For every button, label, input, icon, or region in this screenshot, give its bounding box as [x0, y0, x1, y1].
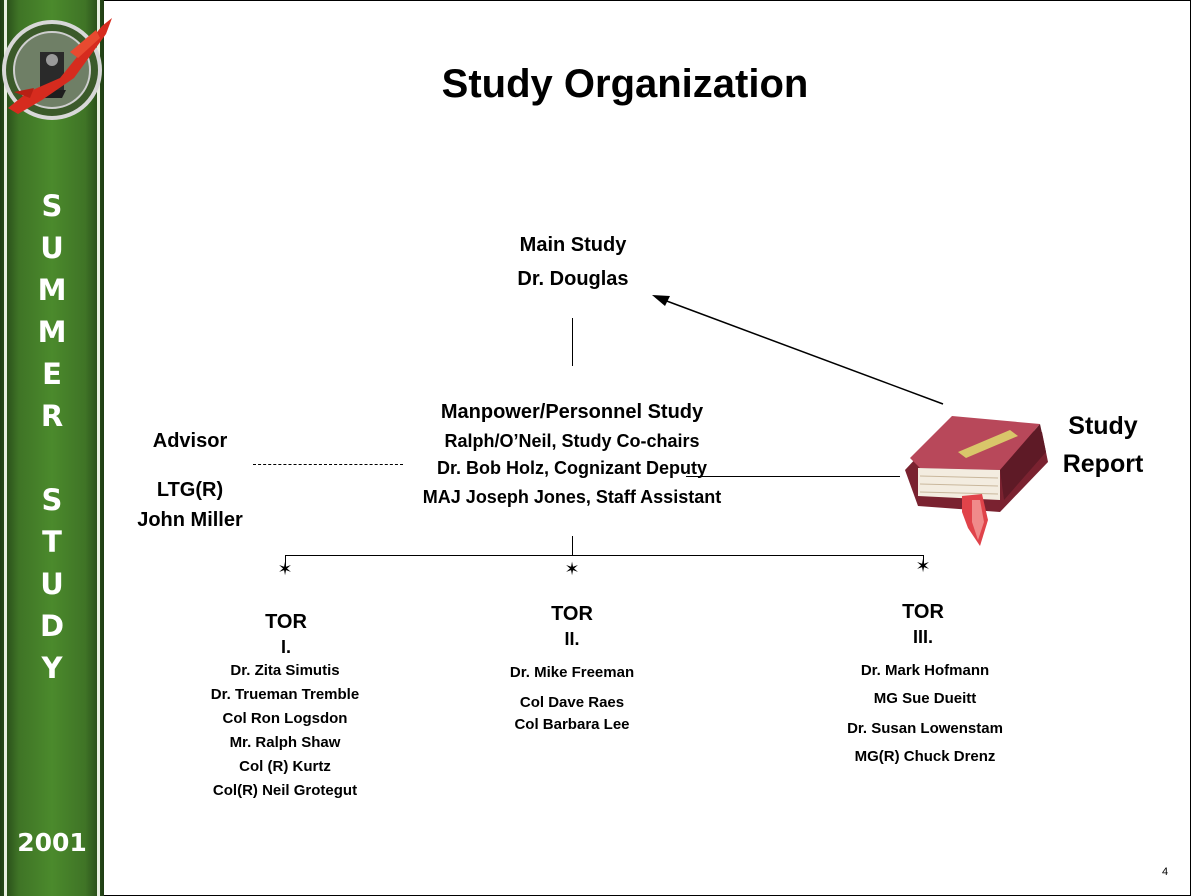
tor3-member: Dr. Susan Lowenstam: [847, 720, 1003, 737]
tor1-member: Dr. Trueman Tremble: [210, 686, 360, 703]
tor2-numeral: II.: [564, 629, 580, 649]
tor2-member: Col Dave Raes: [519, 694, 625, 711]
sidebar-year: 2001: [17, 828, 87, 857]
tor1-numeral: I.: [280, 637, 291, 657]
tor1-member: Col(R) Neil Grotegut: [212, 782, 358, 799]
tor3-label: TOR: [902, 601, 944, 623]
manpower-study-title: Manpower/Personnel Study: [440, 401, 704, 423]
main-study-label: Main Study: [519, 234, 627, 256]
manpower-line-2: Dr. Bob Holz, Cognizant Deputy: [437, 458, 707, 478]
tor3-drop-line: [923, 555, 924, 567]
advisor-name: John Miller: [137, 509, 243, 531]
sidebar-letter: U: [40, 231, 64, 265]
sidebar-letter: D: [39, 609, 65, 643]
sidebar-letter: E: [42, 357, 62, 391]
tor1-member: Col Ron Logsdon: [222, 710, 348, 727]
tor2-label: TOR: [551, 603, 593, 625]
tor1-drop-line: [285, 555, 286, 567]
connector-advisor-dashed: [253, 464, 403, 465]
slide-title: Study Organization: [441, 62, 809, 106]
tor1-member: Mr. Ralph Shaw: [229, 734, 341, 751]
advisor-label: Advisor: [152, 430, 228, 452]
manpower-line-3: MAJ Joseph Jones, Staff Assistant: [422, 487, 722, 507]
page-number: 4: [1162, 866, 1169, 878]
connector-main-to-manpower: [572, 318, 573, 366]
sidebar-letter: S: [41, 189, 63, 223]
report-label-line1: Study: [1068, 412, 1138, 440]
tor2-star-icon: ✶: [564, 559, 580, 580]
tor3-member: MG Sue Dueitt: [873, 690, 977, 707]
sidebar-letter: R: [40, 399, 64, 433]
sidebar-letter: S: [41, 483, 63, 517]
sidebar-letter: M: [37, 315, 67, 349]
tor-branch-line: [285, 555, 924, 556]
report-label-line2: Report: [1062, 450, 1144, 478]
tor1-member: Dr. Zita Simutis: [230, 662, 340, 679]
tor3-star-icon: ✶: [915, 556, 931, 577]
connector-report-line: [686, 476, 900, 477]
tor3-member: MG(R) Chuck Drenz: [854, 748, 996, 765]
tor3-numeral: III.: [912, 627, 933, 647]
army-insignia-logo-icon: [2, 18, 112, 120]
tor1-member: Col (R) Kurtz: [239, 758, 331, 775]
tor1-label: TOR: [265, 611, 307, 633]
manpower-line-1: Ralph/O’Neil, Study Co-chairs: [444, 431, 700, 451]
sidebar-rail-left: [4, 0, 7, 896]
advisor-rank: LTG(R): [156, 479, 224, 501]
tor2-member: Dr. Mike Freeman: [509, 664, 635, 681]
tor1-star-icon: ✶: [277, 559, 293, 580]
tor2-member: Col Barbara Lee: [514, 716, 630, 733]
tor3-member: Dr. Mark Hofmann: [860, 662, 990, 679]
sidebar-letter: Y: [41, 651, 63, 685]
sidebar-letter: U: [40, 567, 64, 601]
main-study-lead: Dr. Douglas: [517, 268, 629, 290]
sidebar-rail-right: [97, 0, 100, 896]
sidebar-letter: T: [42, 525, 62, 559]
sidebar-letter: M: [37, 273, 67, 307]
connector-manpower-to-tors: [572, 536, 573, 556]
